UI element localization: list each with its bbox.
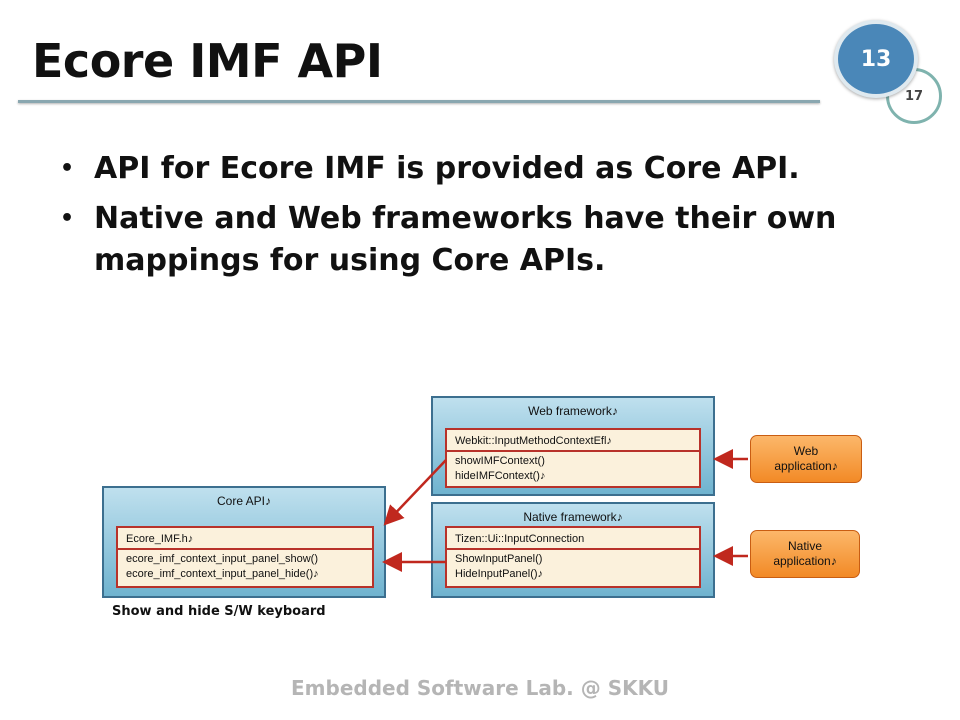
bullet-text: Native and Web frameworks have their own…	[94, 201, 837, 278]
core-api-method: ecore_imf_context_input_panel_hide()♪	[126, 568, 319, 580]
native-framework-panel: Native framework♪ Tizen::Ui::InputConnec…	[431, 502, 715, 598]
bullet-dot-icon: •	[60, 156, 75, 181]
total-slides-number: 17	[904, 88, 924, 104]
native-application-label: application♪	[773, 554, 837, 568]
diagram-caption: Show and hide S/W keyboard	[112, 604, 326, 619]
web-application-label: application♪	[774, 459, 838, 473]
core-api-header: Ecore_IMF.h♪	[118, 528, 372, 550]
native-framework-title: Native framework♪	[523, 510, 623, 524]
native-framework-header: Tizen::Ui::InputConnection	[447, 528, 699, 550]
native-application-label: Native	[787, 539, 822, 553]
bullet-list: • API for Ecore IMF is provided as Core …	[60, 148, 880, 290]
slide-number: 13	[860, 46, 892, 72]
core-api-method: ecore_imf_context_input_panel_show()	[126, 553, 319, 565]
slide-title: Ecore IMF API	[32, 34, 383, 88]
slide-number-badge: 13	[834, 20, 918, 98]
web-framework-interface-box: Webkit::InputMethodContextEfl♪ showIMFCo…	[445, 428, 701, 488]
native-framework-method: HideInputPanel()♪	[455, 568, 544, 580]
title-underline	[18, 100, 820, 103]
arrow-web-framework-to-core-api	[383, 459, 447, 526]
web-framework-panel: Web framework♪ Webkit::InputMethodContex…	[431, 396, 715, 496]
core-api-panel: Core API♪ Ecore_IMF.h♪ ecore_imf_context…	[102, 486, 386, 598]
web-framework-title: Web framework♪	[528, 404, 618, 418]
footer-text: Embedded Software Lab. @ SKKU	[291, 676, 669, 700]
native-framework-method: ShowInputPanel()	[455, 553, 543, 565]
core-api-title: Core API♪	[216, 494, 272, 508]
web-application-box: Web application♪	[750, 435, 862, 483]
native-framework-interface-box: Tizen::Ui::InputConnection ShowInputPane…	[445, 526, 701, 588]
bullet-item: • API for Ecore IMF is provided as Core …	[60, 148, 880, 190]
web-framework-method: hideIMFContext()♪	[455, 470, 546, 482]
core-api-interface-box: Ecore_IMF.h♪ ecore_imf_context_input_pan…	[116, 526, 374, 588]
native-application-box: Native application♪	[750, 530, 860, 578]
bullet-dot-icon: •	[60, 206, 75, 231]
bullet-text: API for Ecore IMF is provided as Core AP…	[94, 151, 800, 186]
web-application-label: Web	[793, 444, 819, 458]
web-framework-method: showIMFContext()	[455, 455, 545, 467]
bullet-item: • Native and Web frameworks have their o…	[60, 198, 880, 282]
web-framework-header: Webkit::InputMethodContextEfl♪	[447, 430, 699, 452]
